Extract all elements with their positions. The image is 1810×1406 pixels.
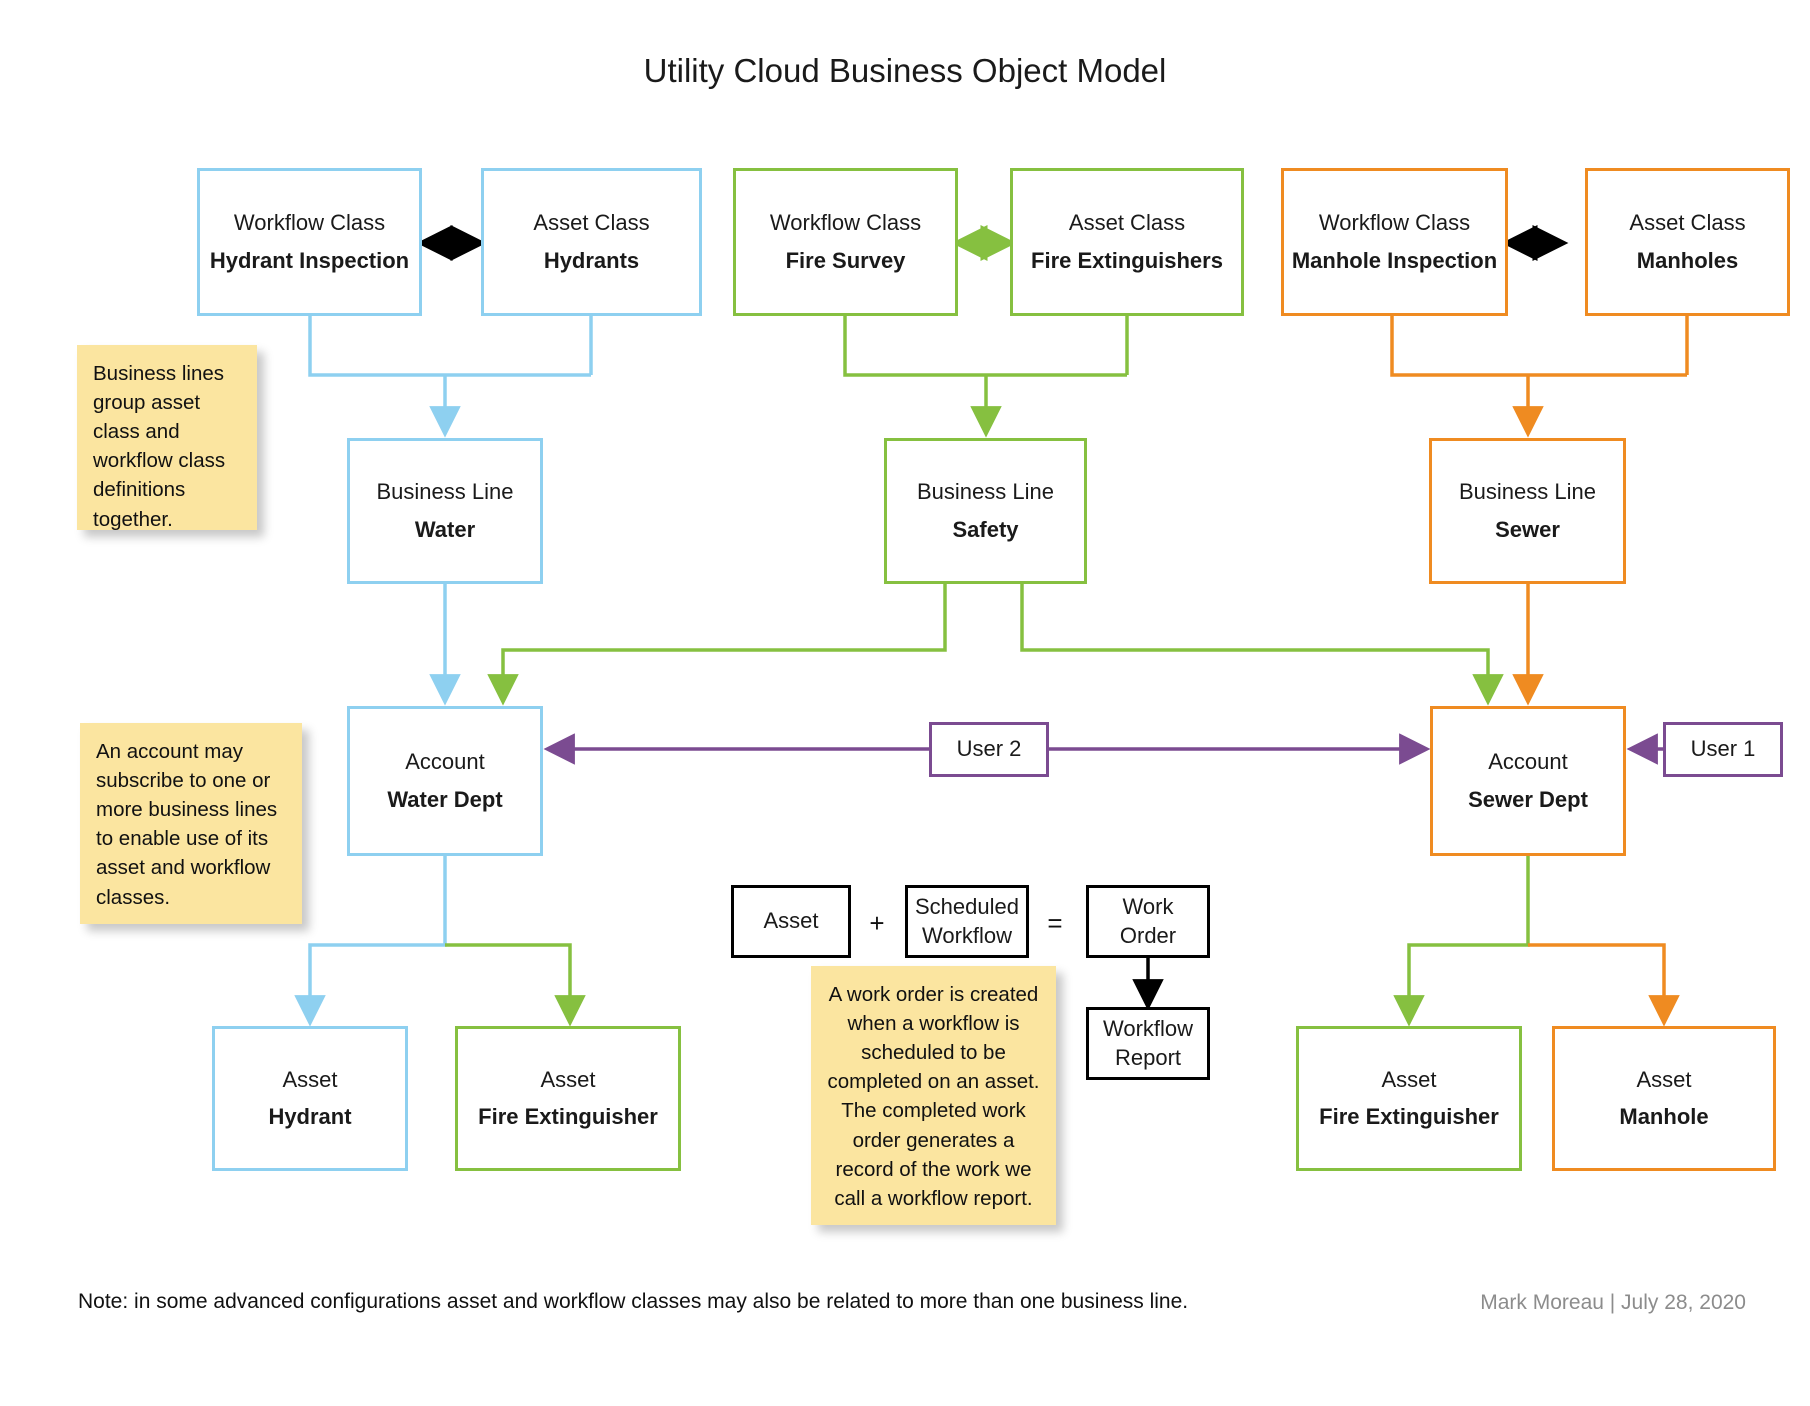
node-equation-asset[interactable]: Asset xyxy=(731,885,851,958)
node-user-2[interactable]: User 2 xyxy=(929,722,1049,777)
node-name-label: Sewer Dept xyxy=(1468,786,1588,812)
node-equation-work-order[interactable]: Work Order xyxy=(1086,885,1210,958)
node-name-label: Hydrants xyxy=(543,247,640,273)
node-account-sewer-dept[interactable]: Account Sewer Dept xyxy=(1430,706,1626,856)
node-kind-label: Account xyxy=(1488,749,1568,775)
equation-equals-operator: = xyxy=(1047,908,1063,938)
node-label-line1: Work xyxy=(1122,894,1174,920)
node-kind-label: Asset xyxy=(1636,1066,1692,1092)
node-asset-class-fire-extinguishers[interactable]: Asset Class Fire Extinguishers xyxy=(1010,168,1244,316)
node-business-line-safety[interactable]: Business Line Safety xyxy=(884,438,1087,584)
node-asset-class-manholes[interactable]: Asset Class Manholes xyxy=(1585,168,1790,316)
sticky-note-work-order: A work order is created when a workflow … xyxy=(811,966,1056,1225)
node-label: User 2 xyxy=(956,736,1022,762)
node-kind-label: Asset Class xyxy=(1629,210,1746,236)
sticky-note-business-lines: Business lines group asset class and wor… xyxy=(77,345,257,531)
node-kind-label: Asset xyxy=(282,1066,338,1092)
node-kind-label: Asset Class xyxy=(533,210,650,236)
node-workflow-class-manhole-inspection[interactable]: Workflow Class Manhole Inspection xyxy=(1281,168,1508,316)
node-name-label: Manholes xyxy=(1636,247,1739,273)
footer-credit: Mark Moreau | July 28, 2020 xyxy=(1480,1291,1746,1314)
node-kind-label: Business Line xyxy=(1459,479,1596,505)
node-label-line2: Order xyxy=(1119,922,1177,948)
node-asset-class-hydrants[interactable]: Asset Class Hydrants xyxy=(481,168,702,316)
node-name-label: Manhole Inspection xyxy=(1291,247,1498,273)
node-label: User 1 xyxy=(1690,736,1756,762)
equation-plus-operator: + xyxy=(869,908,885,938)
node-name-label: Fire Survey xyxy=(785,247,906,273)
node-label-line1: Workflow xyxy=(1102,1016,1194,1042)
node-kind-label: Business Line xyxy=(917,479,1054,505)
sticky-note-account: An account may subscribe to one or more … xyxy=(80,723,302,924)
node-label-line1: Scheduled xyxy=(915,894,1019,920)
node-label: Asset xyxy=(763,908,819,934)
page-title: Utility Cloud Business Object Model xyxy=(643,52,1167,89)
node-label-line2: Report xyxy=(1114,1044,1182,1070)
node-business-line-sewer[interactable]: Business Line Sewer xyxy=(1429,438,1626,584)
node-workflow-class-hydrant-inspection[interactable]: Workflow Class Hydrant Inspection xyxy=(197,168,422,316)
node-name-label: Hydrant Inspection xyxy=(209,247,410,273)
node-kind-label: Workflow Class xyxy=(1318,210,1471,236)
node-name-label: Hydrant xyxy=(268,1104,352,1129)
node-kind-label: Asset xyxy=(1381,1066,1437,1092)
node-name-label: Fire Extinguisher xyxy=(1319,1104,1499,1129)
node-label-line2: Workflow xyxy=(921,922,1013,948)
node-asset-manhole[interactable]: Asset Manhole xyxy=(1552,1026,1776,1171)
node-kind-label: Account xyxy=(405,749,485,775)
node-account-water-dept[interactable]: Account Water Dept xyxy=(347,706,543,856)
node-equation-scheduled-workflow[interactable]: Scheduled Workflow xyxy=(905,885,1029,958)
node-kind-label: Workflow Class xyxy=(233,210,386,236)
node-workflow-report[interactable]: Workflow Report xyxy=(1086,1007,1210,1080)
footer-note: Note: in some advanced configurations as… xyxy=(78,1290,1189,1313)
node-user-1[interactable]: User 1 xyxy=(1663,722,1783,777)
node-asset-fire-extinguisher-water[interactable]: Asset Fire Extinguisher xyxy=(455,1026,681,1171)
node-name-label: Safety xyxy=(952,516,1019,542)
node-kind-label: Asset xyxy=(540,1066,596,1092)
node-name-label: Water Dept xyxy=(387,786,503,812)
node-kind-label: Workflow Class xyxy=(769,210,922,236)
node-asset-hydrant[interactable]: Asset Hydrant xyxy=(212,1026,408,1171)
node-business-line-water[interactable]: Business Line Water xyxy=(347,438,543,584)
node-name-label: Manhole xyxy=(1619,1104,1709,1129)
node-name-label: Water xyxy=(414,516,476,542)
node-kind-label: Asset Class xyxy=(1068,210,1186,236)
node-kind-label: Business Line xyxy=(376,479,514,505)
node-asset-fire-extinguisher-sewer[interactable]: Asset Fire Extinguisher xyxy=(1296,1026,1522,1171)
node-name-label: Fire Extinguisher xyxy=(478,1104,658,1129)
node-name-label: Sewer xyxy=(1495,516,1560,542)
node-name-label: Fire Extinguishers xyxy=(1031,247,1223,273)
node-workflow-class-fire-survey[interactable]: Workflow Class Fire Survey xyxy=(733,168,958,316)
